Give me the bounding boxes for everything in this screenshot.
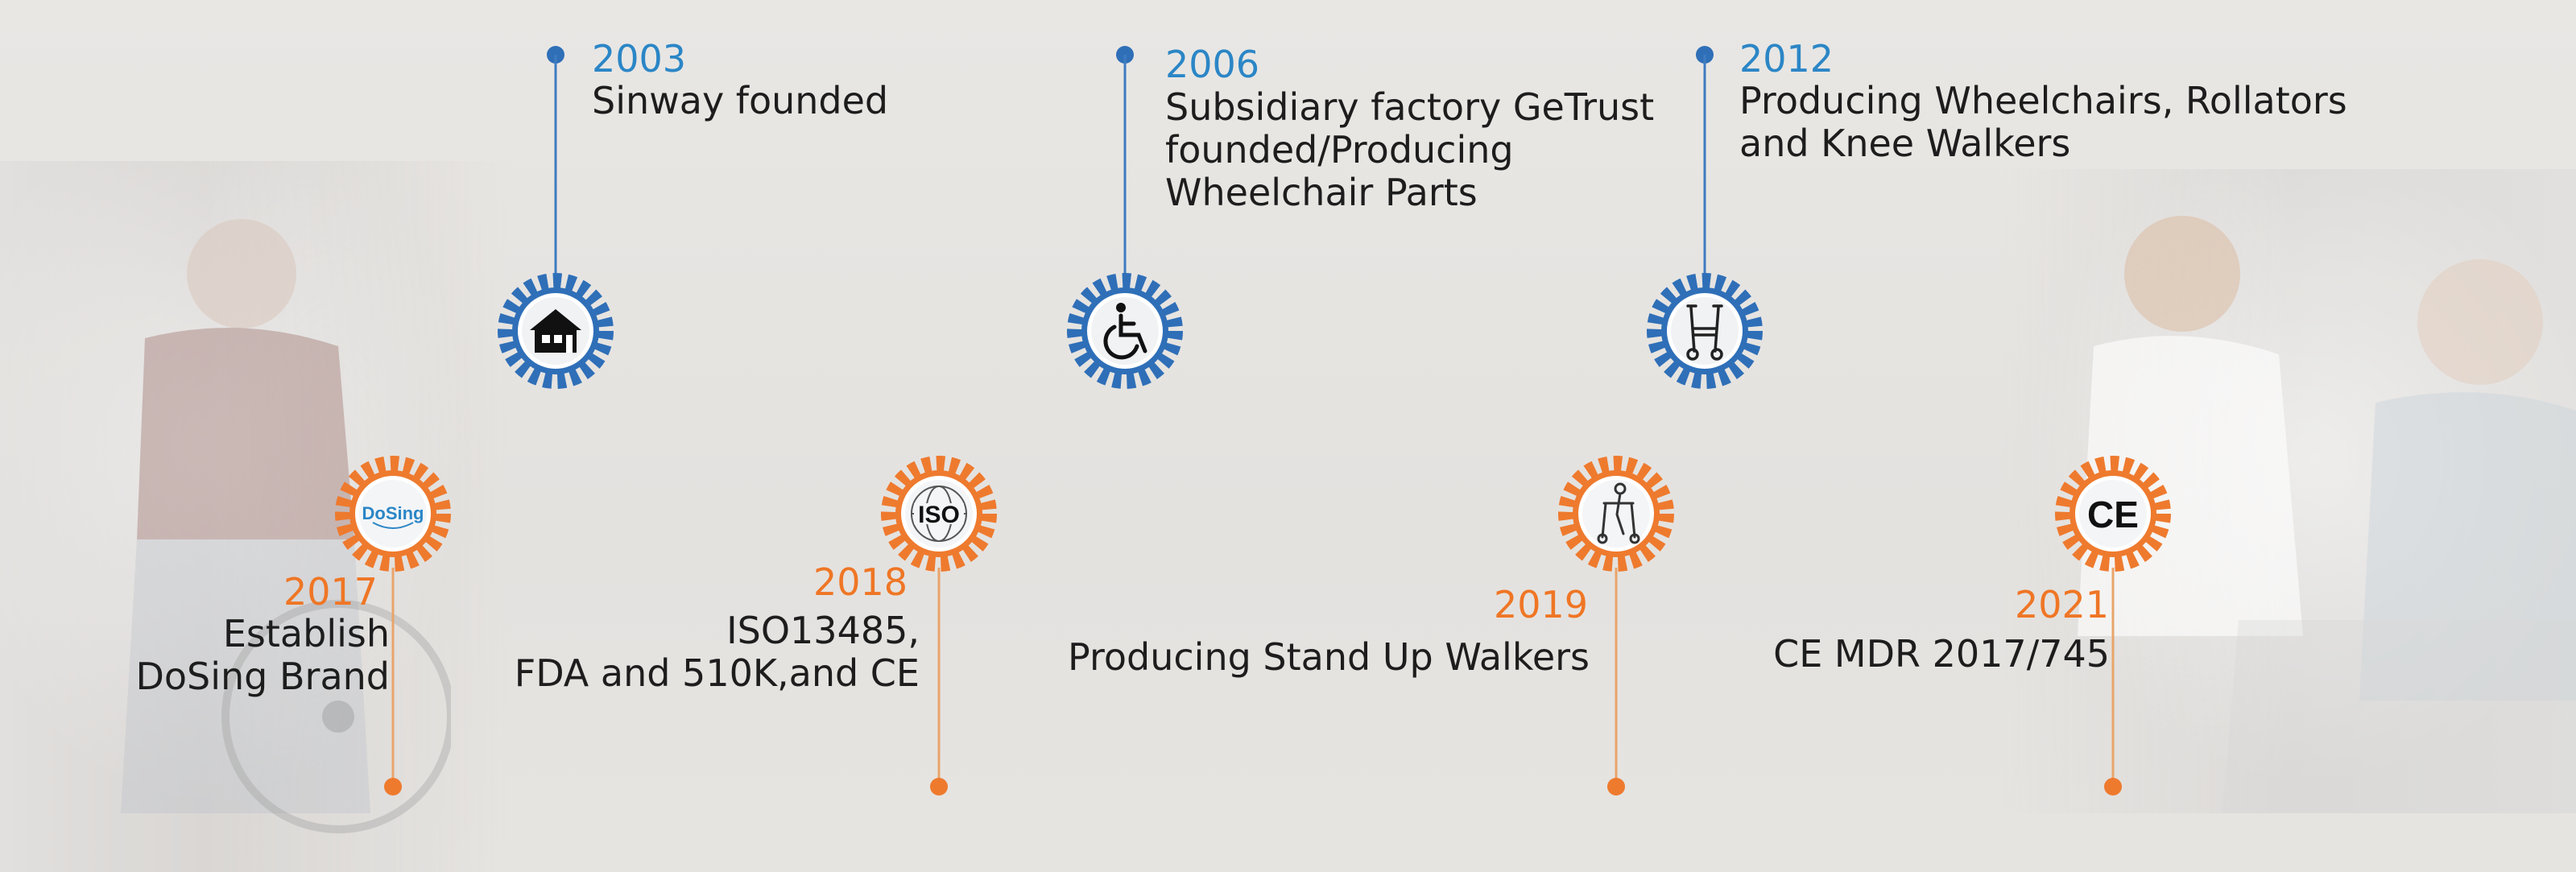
milestone-2017-line-1: Establish [222,612,390,655]
milestone-2021-line-1: CE MDR 2017/745 [1773,632,2110,676]
milestone-2019-description: Producing Stand Up Walkers [1068,636,1590,679]
milestone-2018-stem [937,568,941,787]
milestone-2003-stem [554,55,557,277]
svg-text:DoSing: DoSing [362,503,424,523]
milestone-2019-year: 2019 [1494,583,1589,626]
milestone-2017-line-2: DoSing Brand [135,655,390,698]
milestone-2003-year: 2003 [592,37,687,81]
milestone-2006-line-3: Wheelchair Parts [1165,171,1478,214]
milestone-2006-year: 2006 [1165,43,1260,86]
milestone-2006-line-1: Subsidiary factory GeTrust [1165,85,1655,129]
milestone-2021-dot [2104,778,2122,796]
milestone-2017-dot [384,778,402,796]
milestone-2018-dot [930,778,948,796]
milestone-2012-description: Producing Wheelchairs, Rollators and Kne… [1739,80,2347,165]
milestone-2019-dot [1607,778,1625,796]
milestone-2021-year: 2021 [2015,583,2110,626]
milestone-2019-stem [1615,568,1618,787]
milestone-2003-gear [498,273,614,389]
svg-text:ISO: ISO [918,502,960,528]
milestone-2018-line-2: FDA and 510K,and CE [514,651,920,695]
milestone-2006-gear [1067,273,1183,389]
milestone-2012-line-2: and Knee Walkers [1739,122,2071,165]
svg-text:CE: CE [2087,494,2139,535]
milestone-2003-line-1: Sinway founded [592,79,889,122]
milestone-2018-description: ISO13485, FDA and 510K,and CE [515,610,920,695]
ce-mark-icon: CE [2087,494,2139,535]
milestone-2018-line-1: ISO13485, [726,609,920,652]
wheelchair-icon [1103,303,1147,360]
rollator-icon [1686,304,1723,361]
dosing-logo-icon: DoSing [362,503,424,529]
milestone-2012-year: 2012 [1739,37,1834,81]
house-icon [530,309,581,353]
milestone-2021-stem [2111,568,2115,787]
milestone-2012-stem [1703,55,1706,277]
milestone-2017-description: Establish DoSing Brand [135,613,390,698]
milestone-2017-stem [391,568,395,787]
stand-up-walker-icon [1597,482,1640,544]
milestone-2006-description: Subsidiary factory GeTrust founded/Produ… [1165,86,1654,214]
milestone-2021-gear: CE [2055,456,2171,572]
milestone-2017-gear: DoSing [335,456,451,572]
milestone-2006-stem [1123,55,1127,277]
milestone-2018-gear: ISO [881,456,997,572]
milestone-2006-line-2: founded/Producing [1165,128,1514,172]
milestone-2012-line-1: Producing Wheelchairs, Rollators [1739,79,2347,122]
milestone-2003-description: Sinway founded [592,80,888,122]
milestone-2018-year: 2018 [813,560,908,604]
milestone-2021-description: CE MDR 2017/745 [1773,633,2110,676]
milestone-2012-gear [1647,273,1763,389]
milestone-2017-year: 2017 [283,570,378,614]
iso-icon: ISO [911,486,967,542]
milestone-2019-gear [1558,456,1674,572]
milestone-2019-line-1: Producing Stand Up Walkers [1068,635,1590,679]
